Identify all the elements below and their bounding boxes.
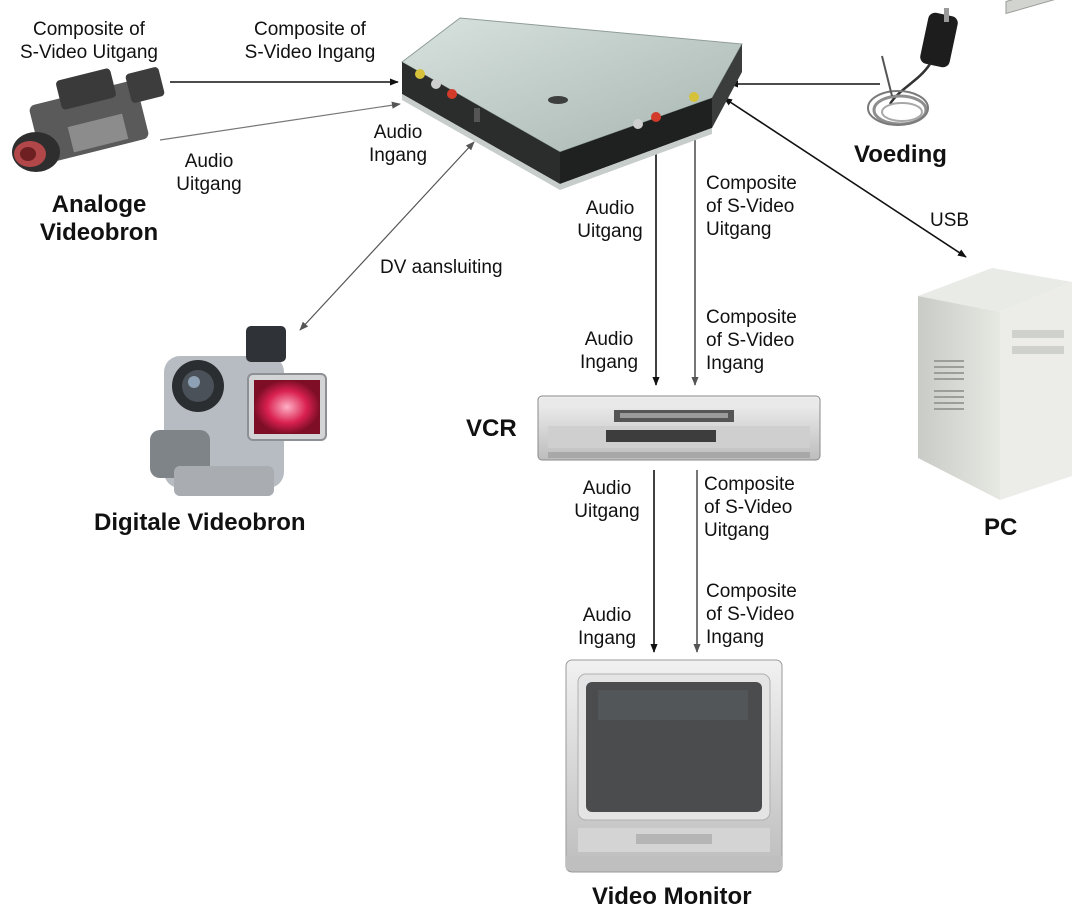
box-video-out-label: Composite of S-Video Uitgang xyxy=(706,173,797,240)
box-video-in-label: Composite of S-Video Ingang xyxy=(244,19,376,63)
pc-tower-image xyxy=(918,0,1072,500)
analog-source-title: Analoge Videobron xyxy=(39,191,159,246)
analog-camcorder-image xyxy=(12,67,165,172)
power-title: Voeding xyxy=(854,141,947,168)
connection-arrows xyxy=(159,78,967,653)
usb-label: USB xyxy=(930,210,970,231)
video-monitor-image xyxy=(565,659,783,873)
analog-video-out-label: Composite of S-Video Uitgang xyxy=(19,19,159,63)
vcr-image xyxy=(537,395,821,461)
vcr-video-out-label: Composite of S-Video Uitgang xyxy=(704,474,795,541)
vcr-audio-in-label: Audio Ingang xyxy=(579,329,639,373)
box-audio-in-label: Audio Ingang xyxy=(368,122,428,166)
monitor-audio-in-label: Audio Ingang xyxy=(577,605,637,649)
vcr-video-in-label: Composite of S-Video Ingang xyxy=(706,307,797,374)
vcr-audio-out-label: Audio Uitgang xyxy=(574,478,640,522)
arrow-dv xyxy=(299,141,475,331)
power-adapter-image xyxy=(867,8,958,126)
digital-source-title: Digitale Videobron xyxy=(94,509,306,536)
analog-audio-out-label: Audio Uitgang xyxy=(176,151,242,195)
monitor-title: Video Monitor xyxy=(592,883,752,910)
vcr-title: VCR xyxy=(466,415,517,442)
arrow-usb xyxy=(723,97,967,258)
monitor-video-in-label: Composite of S-Video Ingang xyxy=(706,581,797,648)
digital-camcorder-image xyxy=(150,326,327,496)
pc-title: PC xyxy=(984,514,1018,541)
arrow-analog-audio xyxy=(159,101,401,141)
box-audio-out-label: Audio Uitgang xyxy=(577,198,643,242)
capture-box-device xyxy=(401,17,743,190)
dv-connection-label: DV aansluiting xyxy=(380,257,503,278)
